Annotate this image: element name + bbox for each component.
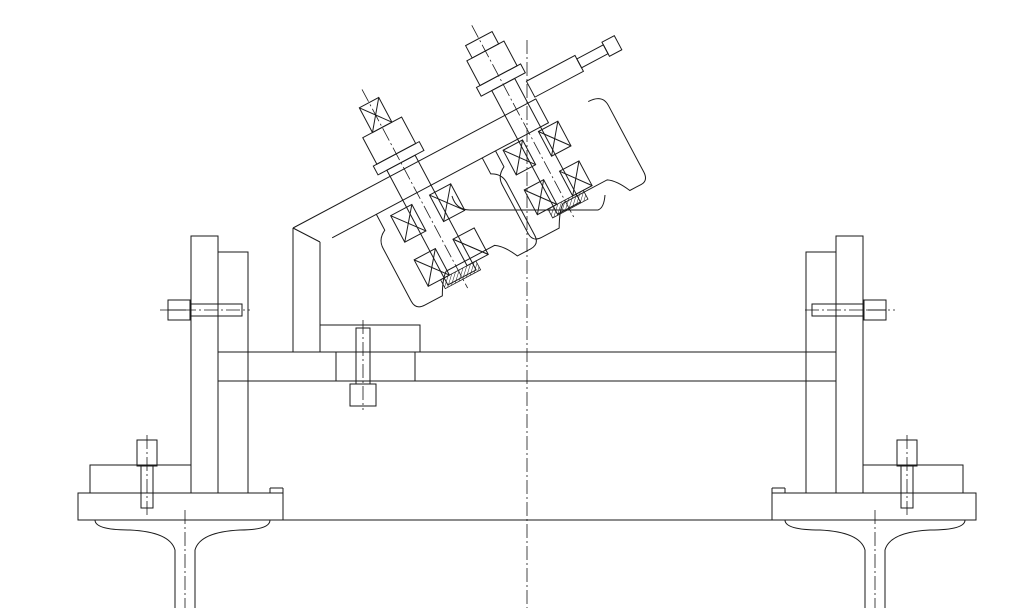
center-mount [319, 320, 421, 410]
right-post [771, 235, 977, 608]
leader-line [451, 194, 606, 211]
bracket-plate [292, 227, 321, 352]
left-post [77, 235, 284, 608]
tilted-roller-assembly [292, 25, 647, 308]
